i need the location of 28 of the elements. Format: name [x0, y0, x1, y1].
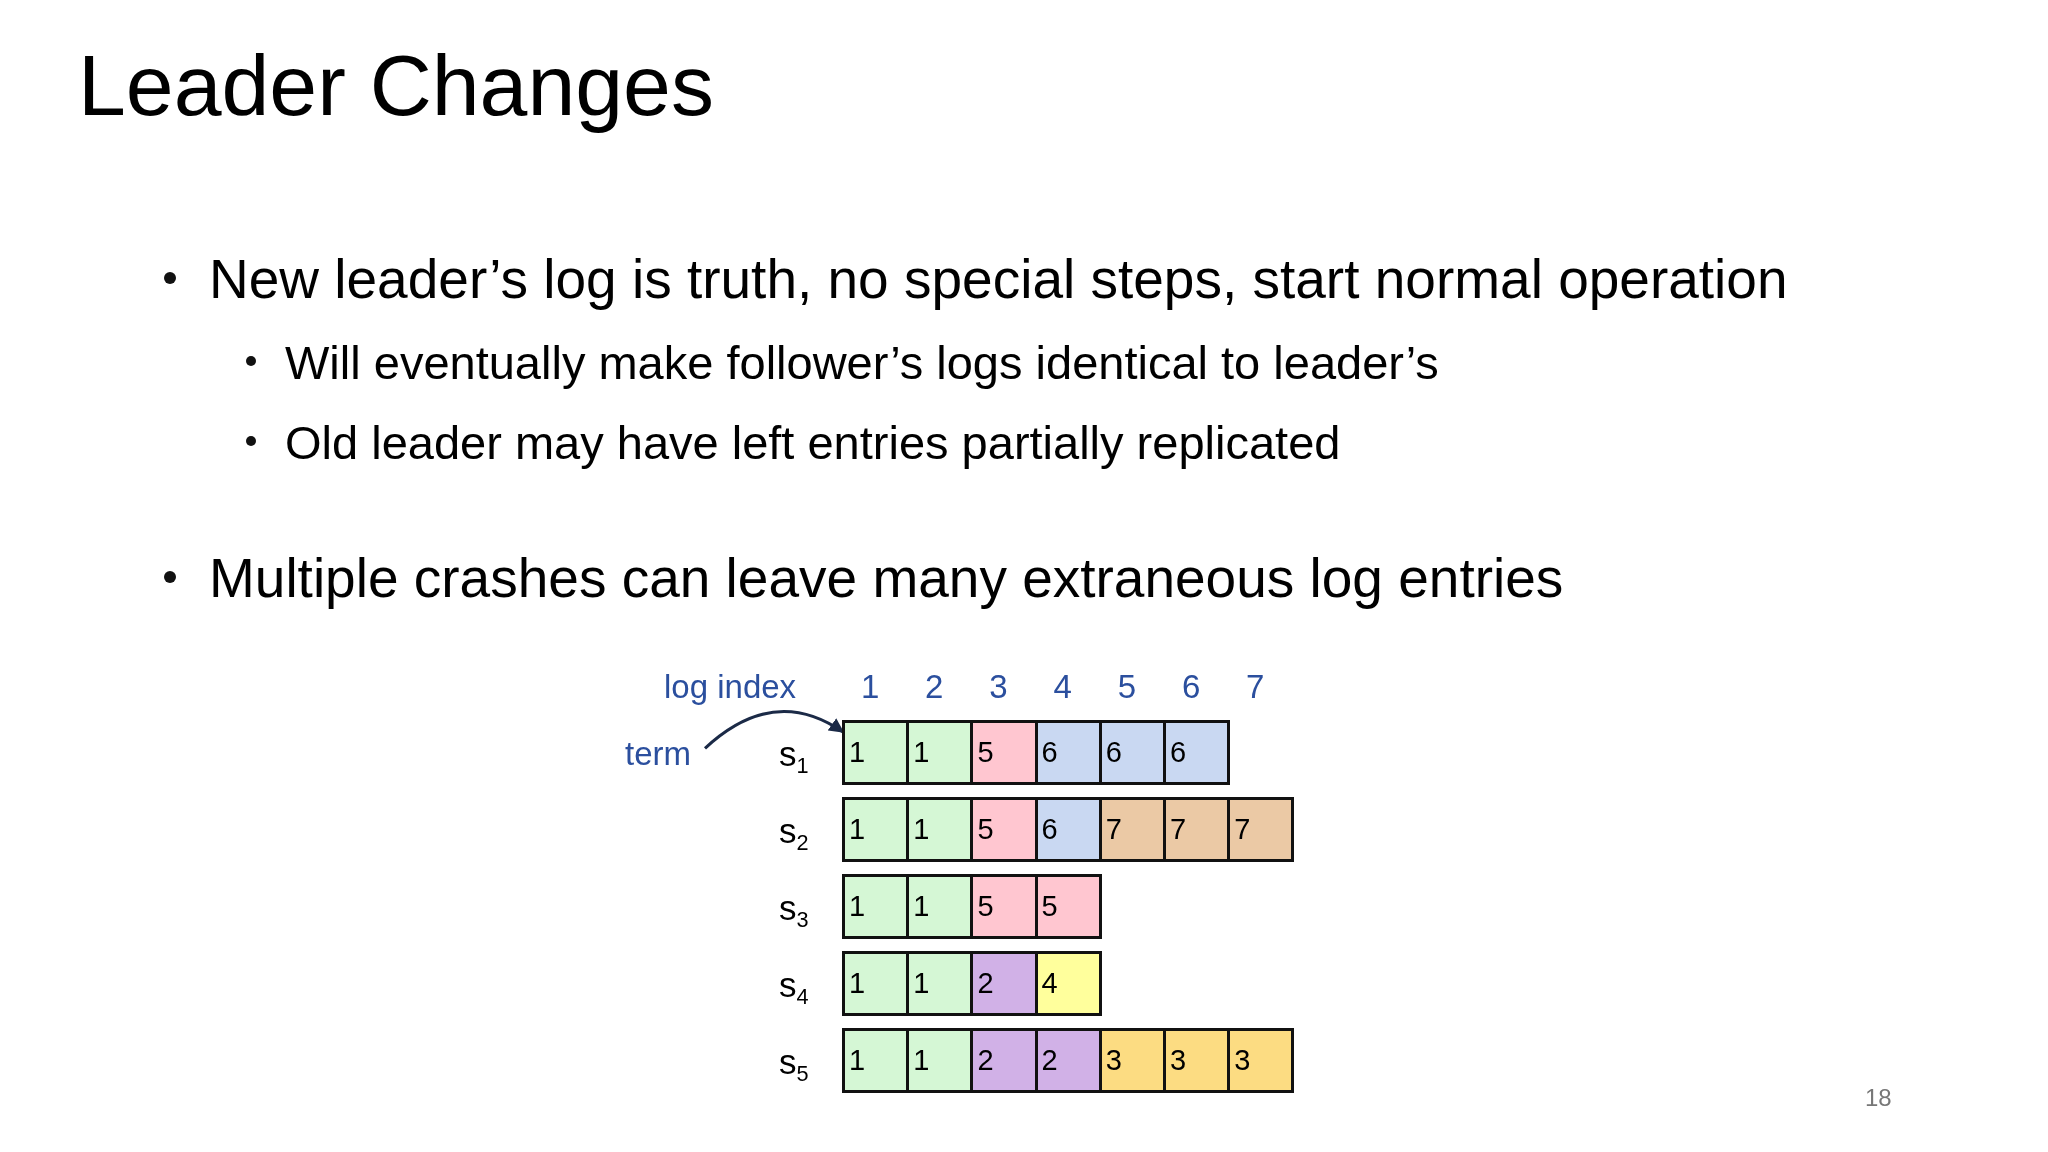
- index-number: 1: [860, 668, 880, 706]
- index-number: 7: [1246, 668, 1265, 706]
- index-number: 2: [925, 668, 944, 706]
- log-entry: 2: [970, 951, 1038, 1016]
- index-number: 5: [1117, 668, 1137, 706]
- sub-bullet-point: Will eventually make follower’s logs identical to leader’s: [285, 335, 1439, 390]
- annotation-label: term: [625, 735, 691, 773]
- server-label: s$_{5}$: [779, 1042, 809, 1083]
- index-number: 4: [1053, 668, 1072, 706]
- log-entry: 5: [970, 720, 1038, 785]
- index-number: 3: [989, 668, 1008, 706]
- index-number: 6: [1181, 668, 1201, 706]
- log-entry: 2: [970, 1028, 1038, 1093]
- server-label: s$_{1}$: [779, 734, 809, 775]
- slide-title: Leader Changes: [78, 36, 714, 135]
- page-number: 18: [1865, 1084, 1892, 1112]
- log-entry: 5: [970, 797, 1038, 862]
- bullet-point: Multiple crashes can leave many extraneous log entries: [209, 547, 1564, 611]
- server-label: s$_{4}$: [779, 965, 809, 1006]
- server-label: s$_{2}$: [779, 811, 809, 852]
- log-entry: 5: [970, 874, 1038, 939]
- log-entry: 7: [1227, 797, 1295, 862]
- server-label: s$_{3}$: [779, 888, 809, 929]
- sub-bullet-point: Old leader may have left entries partially replicated: [285, 415, 1341, 470]
- axis-label: log index: [664, 668, 797, 706]
- bullet-point: New leader’s log is truth, no special steps, start normal operation: [209, 248, 1788, 312]
- log-entry: 3: [1227, 1028, 1295, 1093]
- log-entry: 6: [1163, 720, 1231, 785]
